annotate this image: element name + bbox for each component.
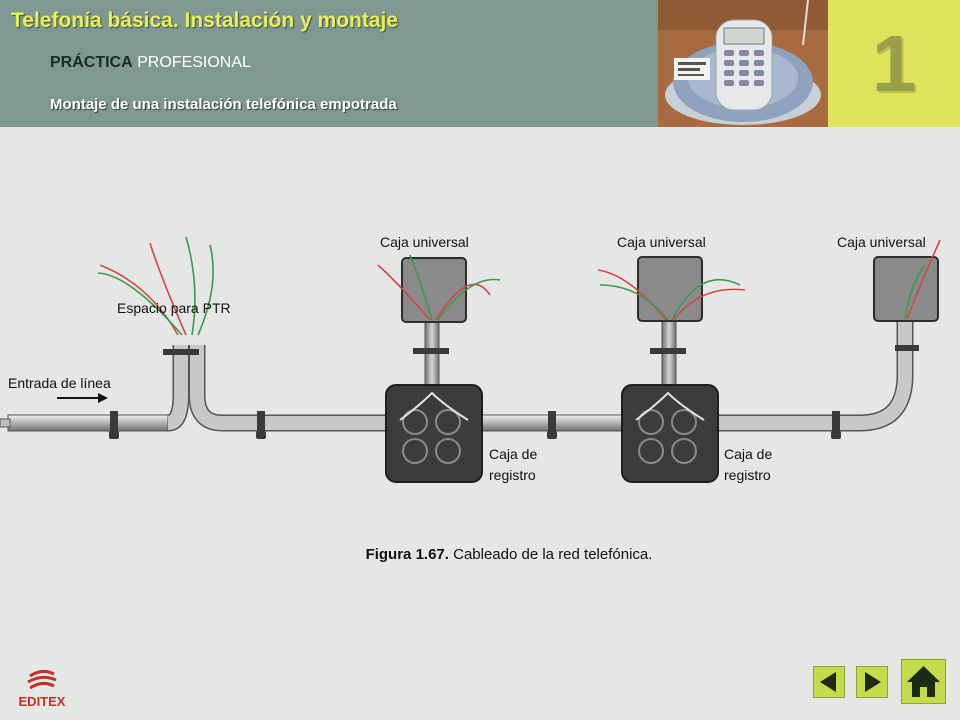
register-box-2 [621, 384, 719, 483]
universal-box-2-label: Caja universal [617, 234, 706, 250]
unit-badge: 1 [828, 0, 960, 127]
figure-number: Figura 1.67. [365, 546, 449, 563]
header-banner: Telefonía básica. Instalación y montaje … [0, 0, 658, 127]
unit-number: 1 [871, 19, 917, 108]
universal-box-1 [401, 257, 467, 323]
universal-box-3 [873, 256, 939, 322]
phone-photo [658, 0, 828, 127]
register-box-2-label-line1: Caja de [724, 446, 772, 462]
universal-box-2 [637, 256, 703, 322]
home-icon [907, 666, 940, 697]
arrow-left-icon [820, 672, 836, 692]
practice-heading-bold: PRÁCTICA [50, 54, 133, 71]
course-title: Telefonía básica. Instalación y montaje [11, 9, 399, 32]
line-entry-label: Entrada de línea [8, 375, 111, 391]
register-box-1-label-line2: registro [489, 467, 536, 483]
figure-caption: Figura 1.67. Cableado de la red telefóni… [0, 546, 960, 563]
practice-heading-rest: PROFESIONAL [137, 54, 251, 71]
line-entry-arrow [57, 393, 108, 403]
section-subtitle: Montaje de una instalación telefónica em… [50, 96, 397, 113]
phone-illustration [658, 0, 828, 127]
figure-text: Cableado de la red telefónica. [453, 546, 653, 563]
editex-logo-text: EDITEX [18, 694, 66, 709]
universal-box-1-label: Caja universal [380, 234, 469, 250]
register-box-1 [385, 384, 483, 483]
main-conduit [0, 319, 914, 432]
previous-button[interactable] [813, 666, 845, 698]
ptr-space-label: Espacio para PTR [117, 300, 231, 316]
conduit-clamps [109, 345, 919, 439]
telephone-wires [97, 236, 941, 336]
next-button[interactable] [856, 666, 888, 698]
editex-logo-mark [27, 669, 57, 690]
arrow-right-icon [865, 672, 881, 692]
register-box-2-label-line2: registro [724, 467, 771, 483]
editex-logo: EDITEX [10, 668, 74, 712]
register-box-1-label-line1: Caja de [489, 446, 537, 462]
home-button[interactable] [901, 659, 946, 704]
practice-heading: PRÁCTICA PROFESIONAL [50, 54, 251, 72]
universal-box-3-label: Caja universal [837, 234, 926, 250]
wiring-diagram: Espacio para PTR Entrada de línea Caja u… [0, 234, 941, 483]
